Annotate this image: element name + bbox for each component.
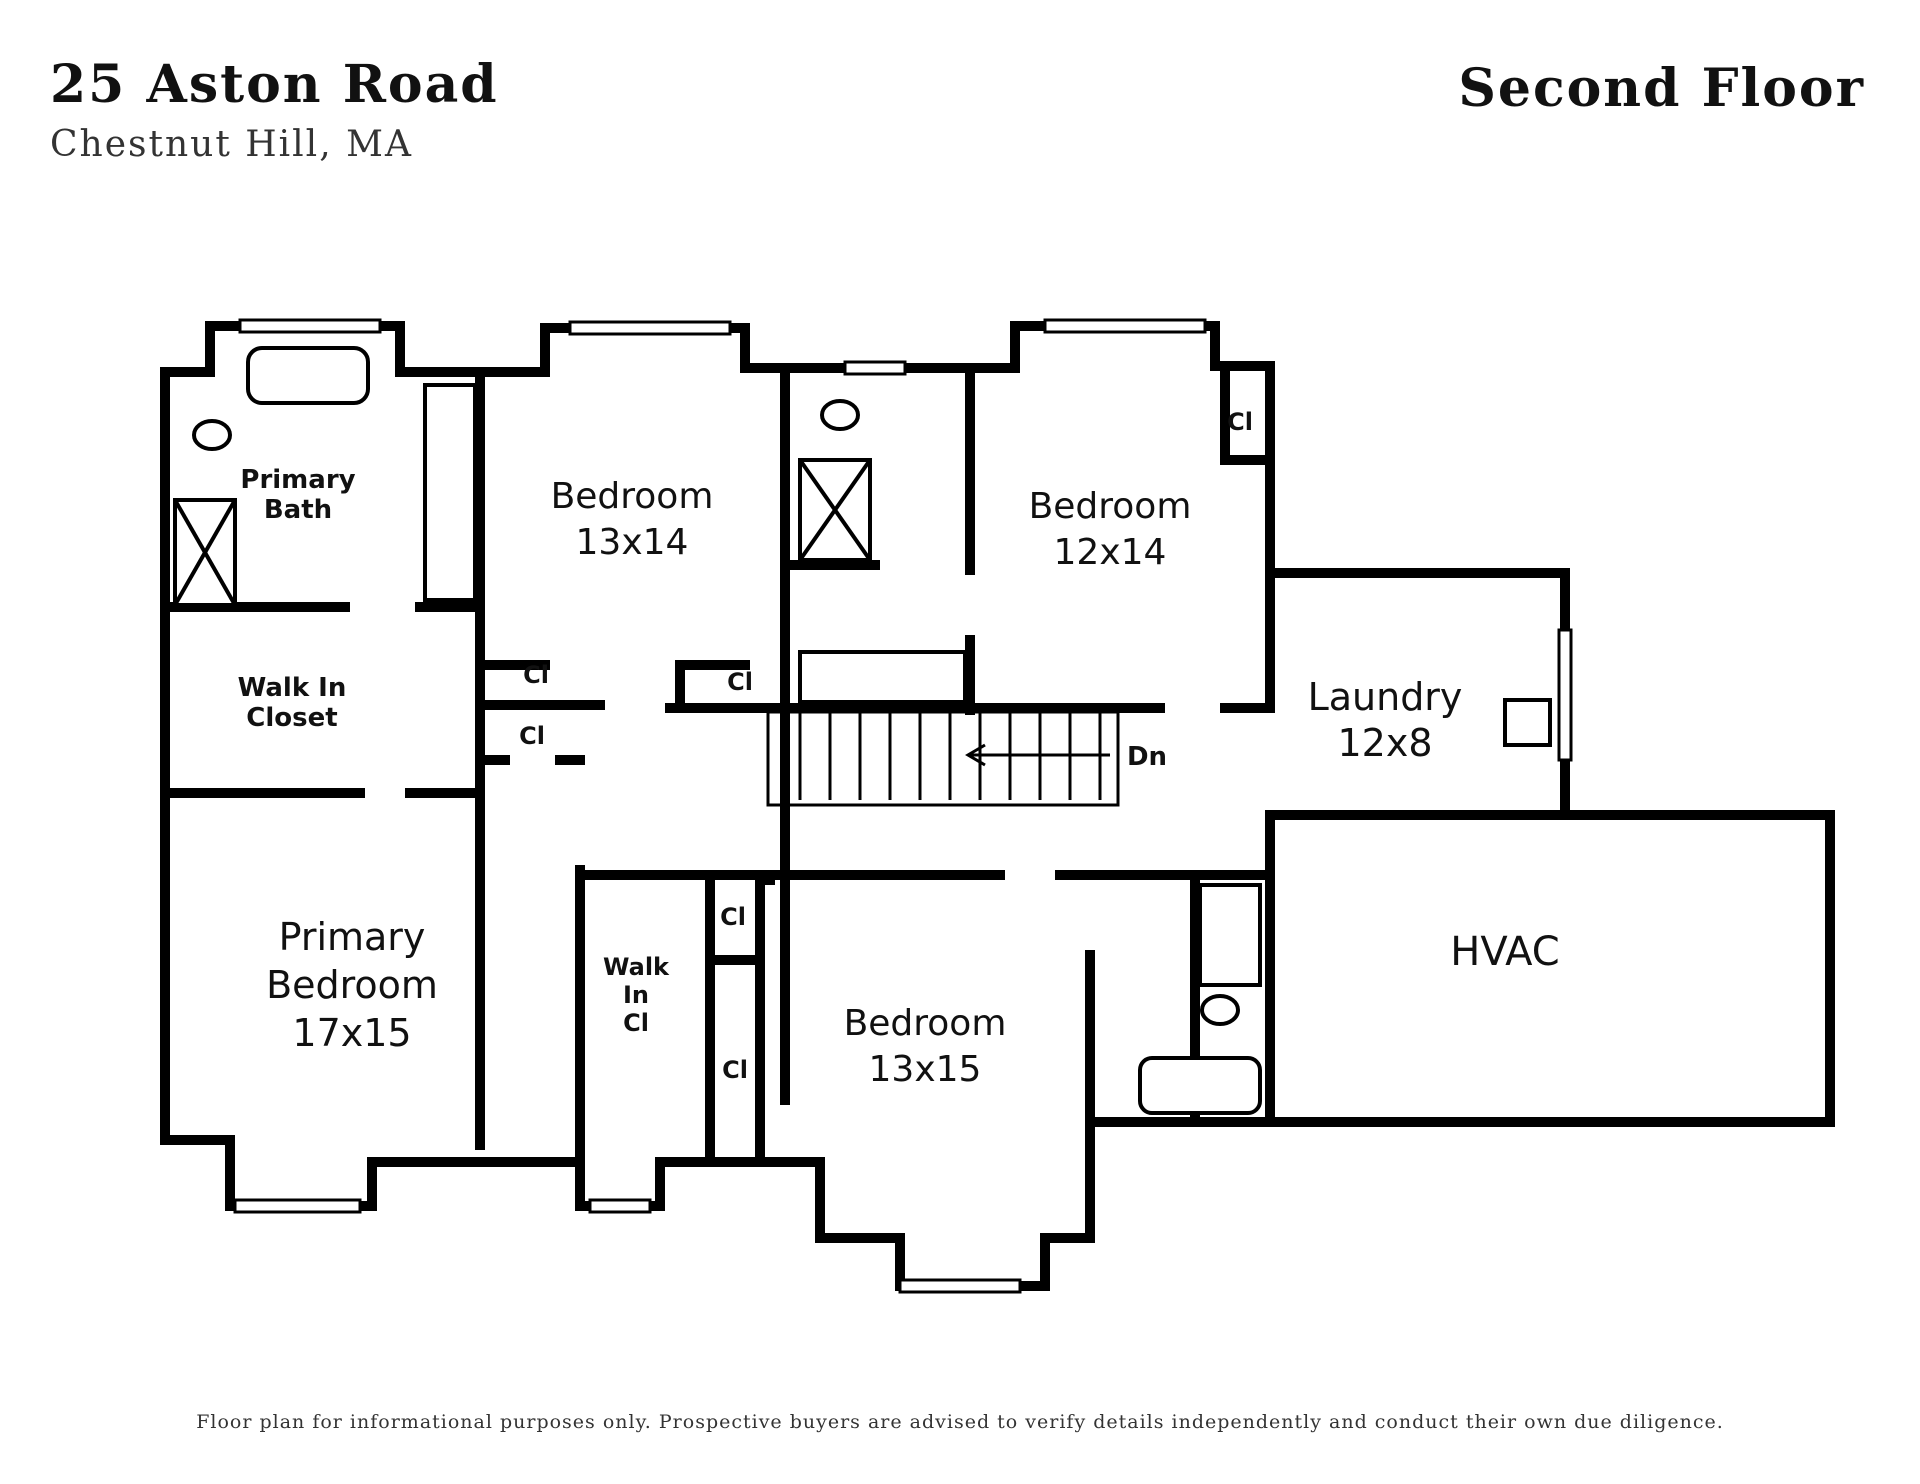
toilet — [1200, 994, 1240, 1026]
property-city: Chestnut Hill, MA — [50, 124, 413, 165]
vanity — [1198, 883, 1262, 987]
vanity — [798, 650, 967, 704]
property-address: 25 Aston Road — [50, 54, 499, 115]
exterior-wall-north-3 — [780, 321, 1275, 469]
exterior-wall-west-side — [160, 367, 1095, 1291]
closet-bed2 — [1220, 361, 1275, 465]
bathtub — [1138, 1056, 1262, 1115]
window — [238, 318, 382, 334]
laundry-sink — [1503, 698, 1552, 747]
hvac-box — [1265, 810, 1835, 1127]
vanity — [423, 383, 477, 602]
window — [1043, 318, 1207, 334]
closet-label: Cl — [727, 668, 753, 696]
window — [588, 1198, 652, 1214]
closet-label: Cl — [722, 1056, 748, 1084]
toilet — [192, 419, 232, 451]
stairs-label: Dn — [1127, 742, 1167, 772]
stairs — [766, 710, 1120, 807]
closet-label: Cl — [720, 903, 746, 931]
laundry-wall — [1265, 568, 1570, 637]
closet-label: Cl — [519, 722, 545, 750]
window — [233, 1198, 362, 1214]
hvac-label: HVAC — [1450, 929, 1559, 975]
window — [898, 1278, 1022, 1294]
window — [843, 360, 907, 376]
disclaimer: Floor plan for informational purposes on… — [196, 1411, 1724, 1433]
closet-label: Cl — [523, 661, 549, 689]
window — [568, 320, 732, 336]
window — [1557, 628, 1573, 762]
floor-title: Second Floor — [1458, 58, 1865, 119]
bathtub — [246, 346, 370, 405]
closet-label: Cl — [1227, 408, 1253, 436]
toilet — [820, 399, 860, 431]
